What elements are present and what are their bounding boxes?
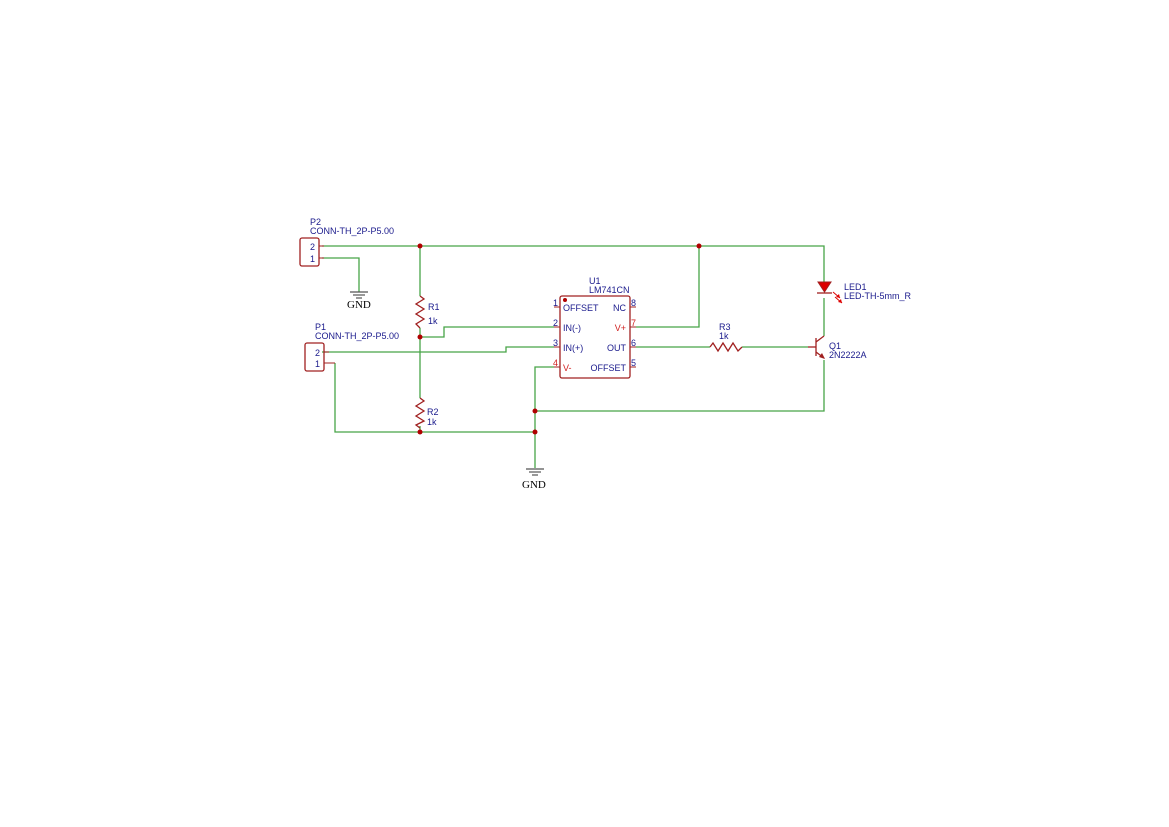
- opamp-u1[interactable]: U1 LM741CN 1 2 3 4 8 7 6 5 OFFSET IN(-) …: [553, 276, 636, 379]
- junction-dot: [417, 243, 423, 249]
- wire-top-rail: [322, 245, 825, 282]
- u1-pin4-num: 4: [553, 358, 558, 368]
- u1-pin1-marker: [563, 298, 567, 302]
- p1-body: [304, 342, 325, 372]
- p2-pin1-num: 1: [310, 254, 315, 264]
- transistor-q1[interactable]: Q1 2N2222A: [808, 335, 867, 360]
- u1-value: LM741CN: [589, 285, 630, 295]
- connector-p1[interactable]: P1 CONN-TH_2P-P5.00 2 1: [304, 322, 399, 372]
- gnd-label-bottom: GND: [522, 479, 546, 491]
- u1-pin1-name: OFFSET: [563, 303, 599, 313]
- u1-pin4-name: V-: [563, 363, 572, 373]
- u1-pin1-num: 1: [553, 298, 558, 308]
- wires: [322, 245, 825, 468]
- r2-value: 1k: [427, 417, 437, 427]
- wire-in-plus: [322, 346, 554, 353]
- junction-dot: [696, 243, 702, 249]
- p2-value: CONN-TH_2P-P5.00: [310, 226, 394, 236]
- gnd-symbol-top[interactable]: GND: [347, 291, 371, 311]
- p1-value: CONN-TH_2P-P5.00: [315, 331, 399, 341]
- wire-vminus-gnd: [534, 366, 554, 468]
- p2-ref: P2: [310, 217, 321, 227]
- u1-pin8-name: NC: [613, 303, 626, 313]
- wire-p2-gnd: [322, 257, 360, 292]
- p1-ref: P1: [315, 322, 326, 332]
- wire-in-minus: [420, 326, 554, 338]
- r3-value: 1k: [719, 331, 729, 341]
- p2-body: [299, 237, 320, 267]
- u1-pin7-num: 7: [631, 318, 636, 328]
- resistor-r2[interactable]: R2 1k: [414, 397, 439, 429]
- u1-body: [559, 295, 631, 379]
- gnd-symbol-bottom[interactable]: GND: [522, 468, 546, 491]
- r1-value: 1k: [428, 316, 438, 326]
- r2-ref: R2: [427, 407, 439, 417]
- u1-pin3-num: 3: [553, 338, 558, 348]
- q1-ref: Q1: [829, 341, 841, 351]
- junction-dot: [417, 334, 423, 340]
- gnd-label-top: GND: [347, 299, 371, 311]
- resistor-r1[interactable]: R1 1k: [414, 295, 440, 329]
- q1-emitter-arrow: [819, 353, 825, 359]
- wire-emitter-gnd: [535, 360, 825, 412]
- led1-arrow-head: [838, 299, 842, 303]
- p1-pin2-num: 2: [315, 348, 320, 358]
- wire-bottom-rail: [334, 363, 535, 433]
- r1-ref: R1: [428, 302, 440, 312]
- led1-ref: LED1: [844, 282, 867, 292]
- u1-pin8-num: 8: [631, 298, 636, 308]
- junction-dot: [532, 429, 538, 435]
- r3-ref: R3: [719, 322, 731, 332]
- u1-pin2-name: IN(-): [563, 323, 581, 333]
- r1-zigzag: [414, 295, 426, 329]
- u1-pin5-num: 5: [631, 358, 636, 368]
- r2-zigzag: [414, 397, 426, 429]
- led1-arrow-head: [836, 294, 840, 298]
- u1-ref: U1: [589, 276, 601, 286]
- junction-dot: [532, 408, 538, 414]
- u1-pin6-num: 6: [631, 338, 636, 348]
- resistor-r3[interactable]: R3 1k: [709, 322, 743, 353]
- u1-pin3-name: IN(+): [563, 343, 583, 353]
- u1-pin5-name: OFFSET: [591, 363, 627, 373]
- p2-pin2-num: 2: [310, 242, 315, 252]
- led1-value: LED-TH-5mm_R: [844, 291, 912, 301]
- u1-pin6-name: OUT: [607, 343, 627, 353]
- q1-collector: [815, 335, 825, 343]
- wire-vplus: [636, 246, 700, 328]
- u1-pin2-num: 2: [553, 318, 558, 328]
- u1-pin7-name: V+: [615, 323, 626, 333]
- led-led1[interactable]: LED1 LED-TH-5mm_R: [817, 281, 912, 304]
- junctions: [417, 243, 702, 435]
- connector-p2[interactable]: P2 CONN-TH_2P-P5.00 2 1: [299, 217, 394, 267]
- r3-zigzag: [709, 341, 743, 353]
- led1-triangle: [817, 281, 832, 293]
- q1-value: 2N2222A: [829, 350, 867, 360]
- junction-dot: [417, 429, 423, 435]
- p1-pin1-num: 1: [315, 359, 320, 369]
